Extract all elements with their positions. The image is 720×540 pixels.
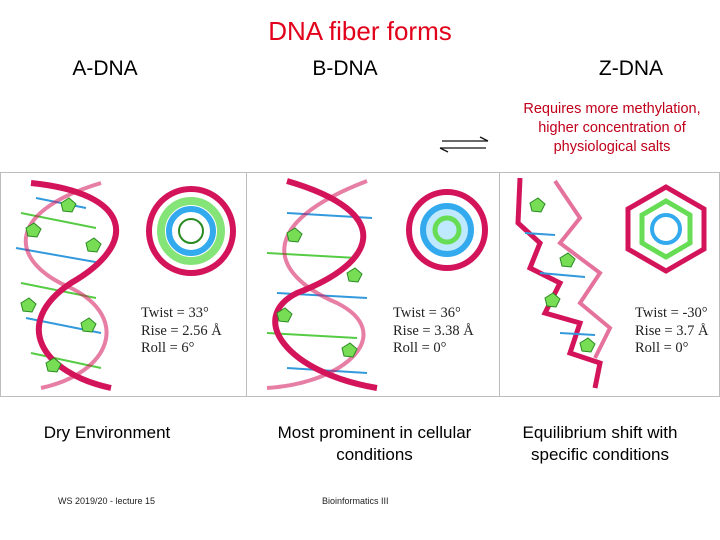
b-dna-twist: Twist = 36° xyxy=(393,305,474,323)
caption-b-line-1: Most prominent in cellular xyxy=(262,422,487,444)
caption-z-dna: Equilibrium shift with specific conditio… xyxy=(505,422,695,466)
z-note-line-2: higher concentration of xyxy=(506,119,718,138)
caption-b-line-2: conditions xyxy=(262,444,487,466)
panel-z-dna: Twist = -30° Rise = 3.7 Å Roll = 0° xyxy=(500,173,719,396)
z-dna-roll: Roll = 0° xyxy=(635,340,708,358)
heading-a-dna: A-DNA xyxy=(40,57,170,81)
z-dna-twist: Twist = -30° xyxy=(635,305,708,323)
b-dna-parameters: Twist = 36° Rise = 3.38 Å Roll = 0° xyxy=(393,305,474,358)
a-dna-parameters: Twist = 33° Rise = 2.56 Å Roll = 6° xyxy=(141,305,222,358)
heading-b-dna: B-DNA xyxy=(280,57,410,81)
z-note-line-1: Requires more methylation, xyxy=(506,100,718,119)
caption-a-dna: Dry Environment xyxy=(22,422,192,444)
b-dna-helix-top-view xyxy=(402,185,492,275)
b-dna-rise: Rise = 3.38 Å xyxy=(393,323,474,341)
heading-z-dna: Z-DNA xyxy=(566,57,696,81)
dna-structures-figure: Twist = 33° Rise = 2.56 Å Roll = 6° xyxy=(0,172,720,397)
caption-z-line-2: specific conditions xyxy=(505,444,695,466)
z-dna-rise: Rise = 3.7 Å xyxy=(635,323,708,341)
footer-title: Bioinformatics III xyxy=(322,496,389,506)
footer-course: WS 2019/20 - lecture 15 xyxy=(58,496,155,506)
a-dna-rise: Rise = 2.56 Å xyxy=(141,323,222,341)
slide-title: DNA fiber forms xyxy=(0,16,720,47)
z-note-line-3: physiological salts xyxy=(506,138,718,157)
equilibrium-arrows-icon xyxy=(436,132,492,156)
z-dna-parameters: Twist = -30° Rise = 3.7 Å Roll = 0° xyxy=(635,305,708,358)
a-dna-twist: Twist = 33° xyxy=(141,305,222,323)
caption-b-dna: Most prominent in cellular conditions xyxy=(262,422,487,466)
caption-z-line-1: Equilibrium shift with xyxy=(505,422,695,444)
panel-b-dna: Twist = 36° Rise = 3.38 Å Roll = 0° xyxy=(247,173,499,396)
a-dna-helix-top-view xyxy=(141,181,241,281)
b-dna-roll: Roll = 0° xyxy=(393,340,474,358)
z-dna-helix-top-view xyxy=(618,181,714,277)
z-dna-note: Requires more methylation, higher concen… xyxy=(506,100,718,157)
panel-a-dna: Twist = 33° Rise = 2.56 Å Roll = 6° xyxy=(1,173,246,396)
a-dna-roll: Roll = 6° xyxy=(141,340,222,358)
